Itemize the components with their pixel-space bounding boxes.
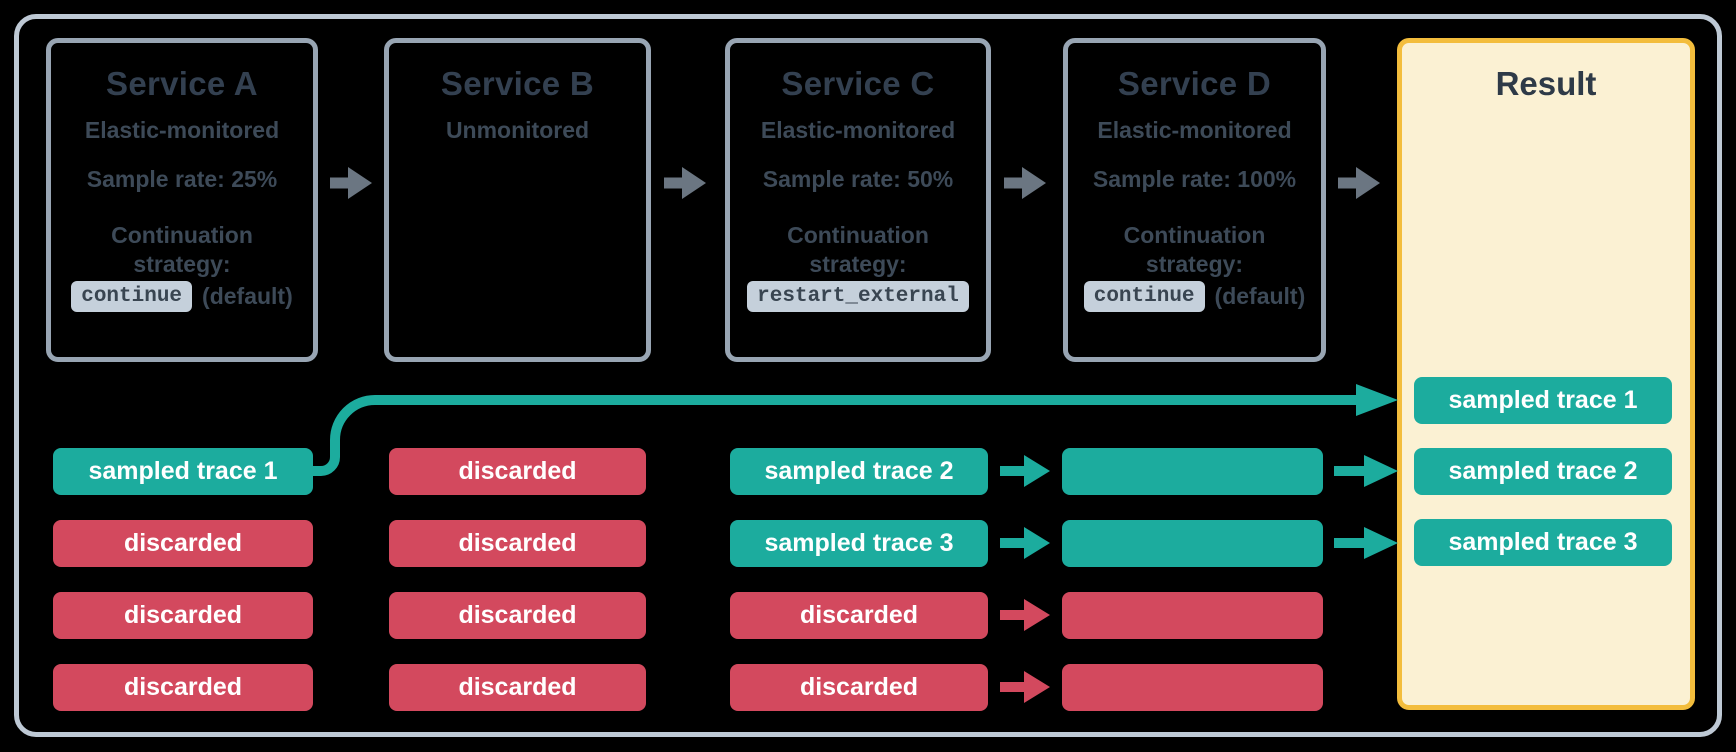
trace-pill-c-3: discarded (730, 592, 988, 639)
service-b-title: Service B (440, 65, 595, 102)
service-d-strategy-chip: continue (1083, 281, 1205, 312)
service-c-continuation-label: Continuation strategy: (787, 222, 929, 277)
result-pill-1: sampled trace 1 (1414, 377, 1672, 424)
result-title: Result (1495, 65, 1597, 102)
service-b-monitoring: Unmonitored (445, 117, 590, 143)
service-d-box: Service D Elastic-monitored Sample rate:… (1063, 38, 1326, 362)
service-d-monitoring: Elastic-monitored (1097, 117, 1292, 143)
outer-frame (14, 14, 1722, 737)
trace-pill-d-4 (1062, 664, 1323, 711)
result-box: Result (1397, 38, 1695, 710)
service-c-strategy-chip: restart_external (747, 281, 969, 312)
trace-pill-c-2: sampled trace 3 (730, 520, 988, 567)
service-d-title: Service D (1117, 65, 1272, 102)
service-a-sample-rate: Sample rate: 25% (86, 166, 278, 192)
service-d-chip-suffix: (default) (1214, 283, 1306, 309)
service-a-continuation-label: Continuation strategy: (111, 222, 253, 277)
service-c-title: Service C (781, 65, 935, 102)
service-c-box: Service C Elastic-monitored Sample rate:… (725, 38, 991, 362)
trace-pill-a-3: discarded (53, 592, 313, 639)
service-a-title: Service A (106, 65, 258, 102)
trace-pill-d-1 (1062, 448, 1323, 495)
service-a-strategy-chip: continue (71, 281, 193, 312)
service-a-box: Service A Elastic-monitored Sample rate:… (46, 38, 318, 362)
service-a-chip-row: continue (default) (51, 281, 313, 312)
trace-pill-c-4: discarded (730, 664, 988, 711)
trace-pill-b-2: discarded (389, 520, 646, 567)
service-d-sample-rate: Sample rate: 100% (1092, 166, 1297, 192)
service-a-chip-suffix: (default) (202, 283, 293, 309)
service-c-monitoring: Elastic-monitored (760, 117, 956, 143)
trace-pill-b-4: discarded (389, 664, 646, 711)
service-a-monitoring: Elastic-monitored (84, 117, 280, 143)
service-c-sample-rate: Sample rate: 50% (762, 166, 954, 192)
result-pill-2: sampled trace 2 (1414, 448, 1672, 495)
service-b-box: Service B Unmonitored (384, 38, 651, 362)
trace-pill-d-2 (1062, 520, 1323, 567)
trace-pill-a-2: discarded (53, 520, 313, 567)
service-c-chip-row: restart_external (730, 281, 986, 312)
service-d-continuation-label: Continuation strategy: (1123, 222, 1266, 277)
trace-pill-b-3: discarded (389, 592, 646, 639)
trace-pill-a-4: discarded (53, 664, 313, 711)
service-d-chip-row: continue (default) (1068, 281, 1321, 312)
trace-pill-b-1: discarded (389, 448, 646, 495)
trace-pill-d-3 (1062, 592, 1323, 639)
trace-pill-a-1: sampled trace 1 (53, 448, 313, 495)
result-pill-3: sampled trace 3 (1414, 519, 1672, 566)
trace-pill-c-1: sampled trace 2 (730, 448, 988, 495)
